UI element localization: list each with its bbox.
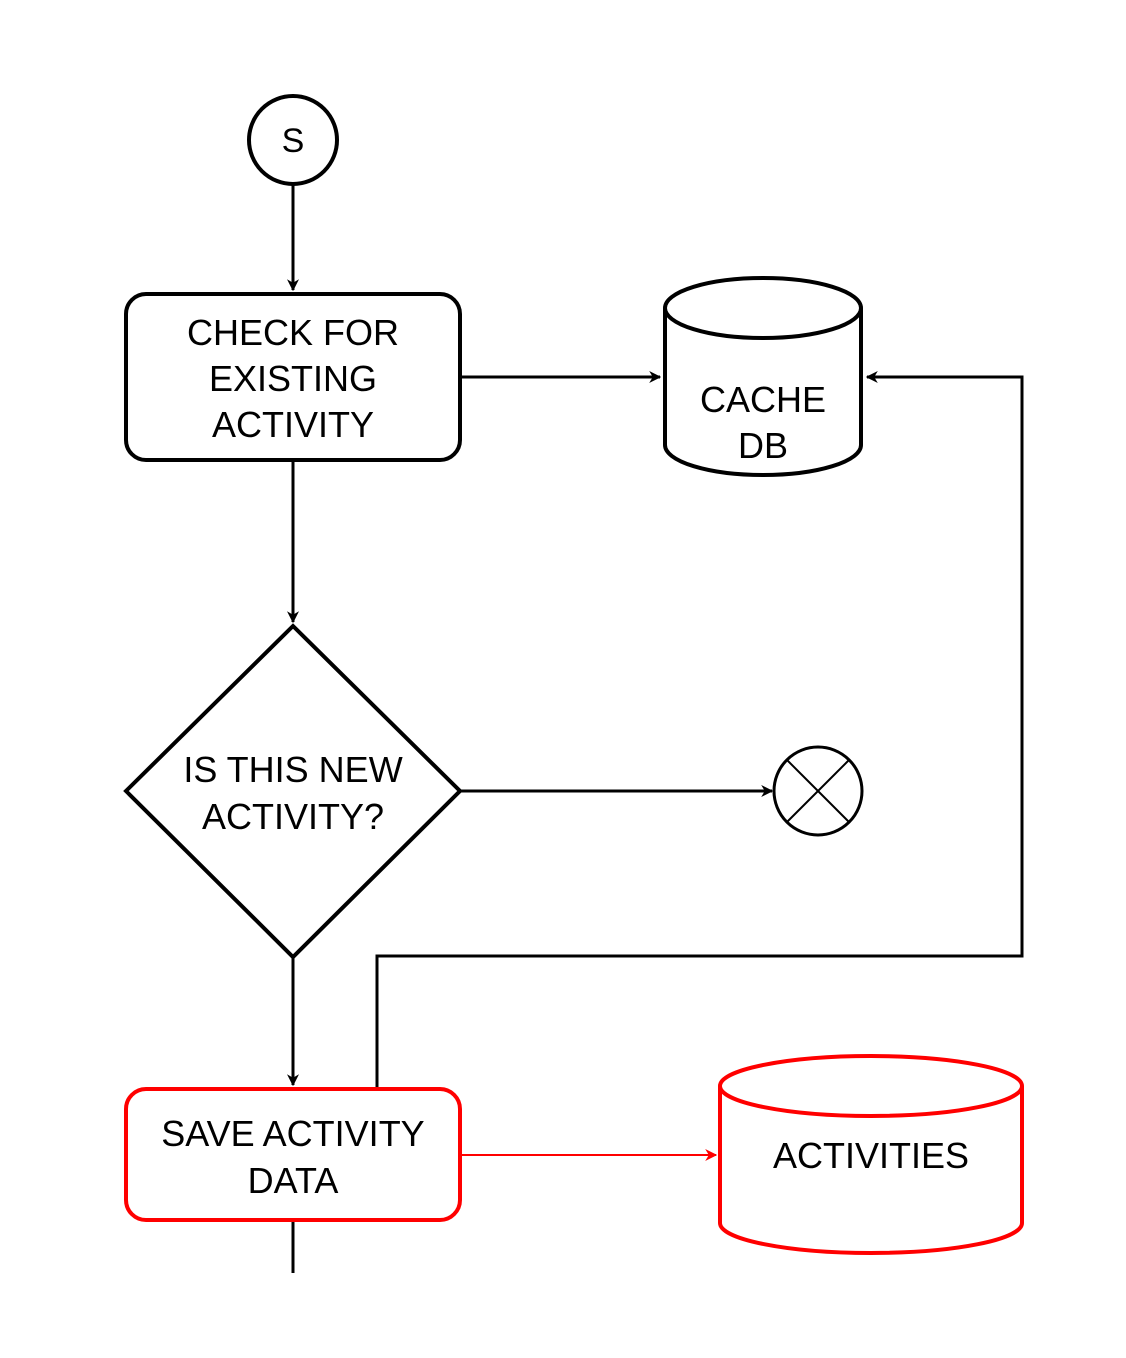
- save-activity-data-process: SAVE ACTIVITY DATA: [124, 1087, 462, 1222]
- edge-save-to-cache: [375, 371, 1024, 1087]
- start-node: S: [247, 94, 339, 186]
- check-label-line3: ACTIVITY: [212, 404, 374, 445]
- decision-label-line1: IS THIS NEW: [183, 749, 402, 790]
- decision-label-line2: ACTIVITY?: [202, 796, 384, 837]
- check-existing-activity-process: CHECK FOR EXISTING ACTIVITY: [124, 292, 462, 462]
- cache-db-datastore: CACHE DB: [663, 276, 863, 477]
- cache-db-label-line2: DB: [738, 425, 788, 466]
- activities-datastore: ACTIVITIES: [718, 1054, 1024, 1255]
- check-label-line1: CHECK FOR: [187, 312, 399, 353]
- check-label-line2: EXISTING: [209, 358, 377, 399]
- activities-label: ACTIVITIES: [773, 1135, 969, 1176]
- save-label-line1: SAVE ACTIVITY: [161, 1113, 424, 1154]
- connectors: [287, 183, 1024, 1273]
- is-new-activity-decision: IS THIS NEW ACTIVITY?: [123, 623, 463, 960]
- start-label: S: [282, 122, 305, 160]
- terminate-x-icon: [772, 745, 864, 837]
- cache-db-label-line1: CACHE: [700, 379, 826, 420]
- save-label-line2: DATA: [248, 1160, 339, 1201]
